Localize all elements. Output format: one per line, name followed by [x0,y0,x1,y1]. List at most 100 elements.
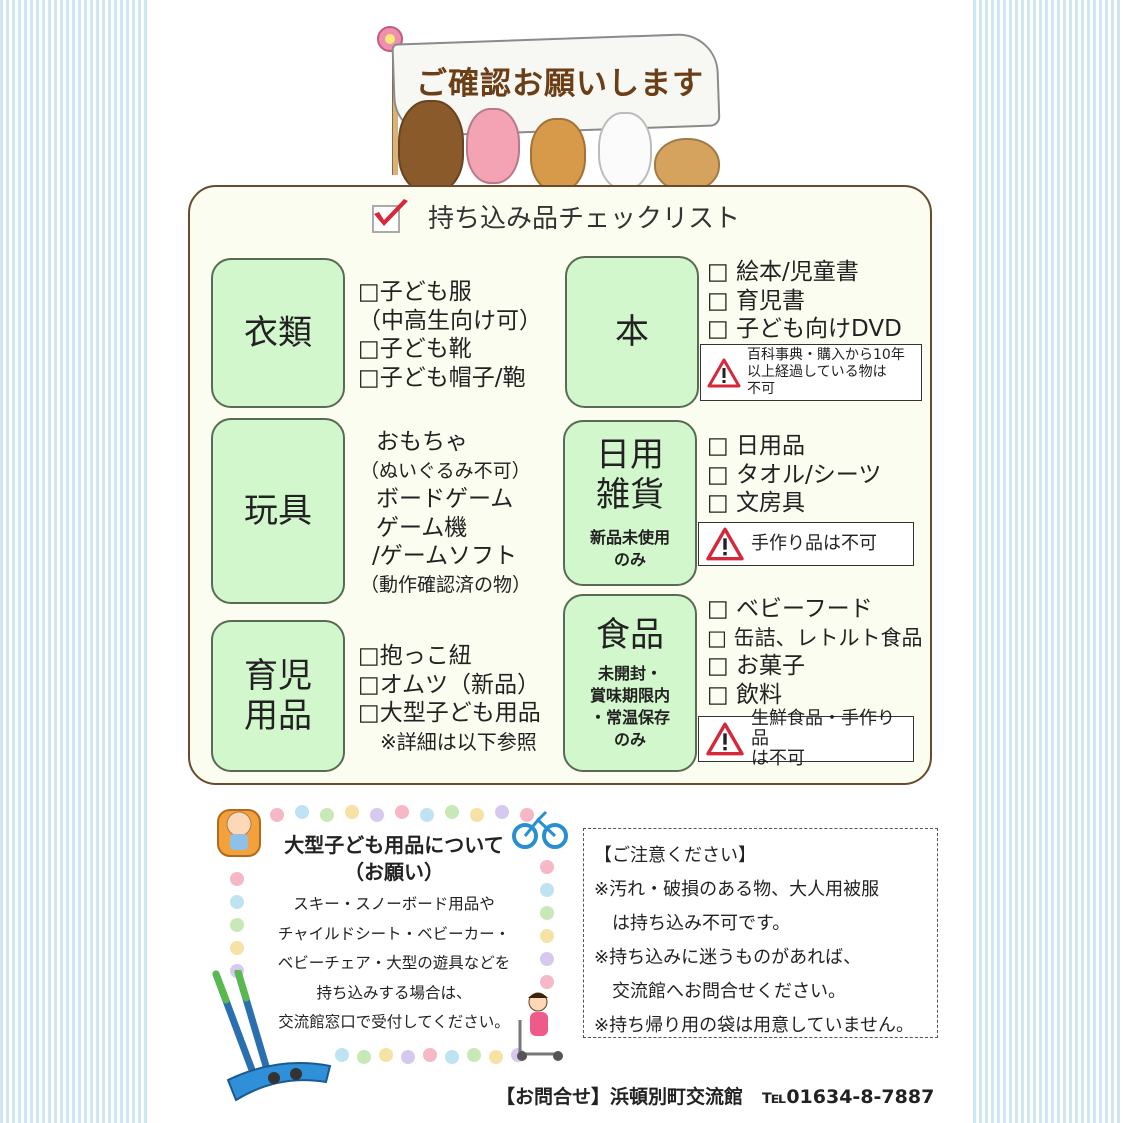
warning-icon [706,527,744,561]
category-label: 育児 用品 [244,656,312,736]
notice-line: 交流館へお問合せください。 [594,981,846,1002]
notice-title: 【ご注意ください】 [594,845,756,866]
decor-dot [445,1050,459,1064]
list-item: （中高生向け可） [358,307,542,334]
notice-line: ※持ち帰り用の袋は用意していません。 [594,1015,915,1036]
contact-info: 【お問合せ】浜頓別町交流館 ℡01634-8-7887 [496,1086,935,1108]
decor-dot [357,1050,371,1064]
list-item: □ 文房具 [707,490,806,516]
list-item: おもちゃ [376,429,468,455]
list-item: □ 子ども向けDVD [707,316,902,342]
decor-dot [520,808,534,822]
decor-dot [345,805,359,819]
checklist-title: 持ち込み品チェックリスト [428,204,741,234]
books-warning: 百科事典・購入から10年 以上経過している物は 不可 [700,344,922,401]
rabbit-icon [598,112,652,190]
list-item: ※詳細は以下参照 [380,729,537,754]
list-item: □ 育児書 [707,287,806,314]
decor-dot [370,808,384,822]
decor-dot [420,808,434,822]
books-items: □ 絵本/児童書 □ 育児書 □ 子ども向けDVD [707,258,902,344]
decor-dot [540,906,554,920]
decor-dot [540,952,554,966]
baby-icon [217,809,261,857]
list-item: □ タオル/シーツ [707,461,882,488]
childcare-items: □抱っこ紐 □オムツ（新品） □大型子ども用品 ※詳細は以下参照 [358,642,541,756]
right-stripe-border [973,0,1123,1123]
list-item: ゲーム機 [376,514,468,541]
category-note: 未開封・ 賞味期限内 ・常温保存 のみ [589,664,670,749]
banner-title: ご確認お願いします [416,66,704,102]
category-clothing: 衣類 [211,258,345,408]
list-item: （動作確認済の物） [360,573,532,596]
list-item: □オムツ（新品） [358,671,541,698]
category-books: 本 [565,256,699,408]
flower-icon [377,26,403,52]
decor-dot [295,805,309,819]
category-daily-goods: 日用 雑貨 新品未使用 のみ [563,420,697,586]
list-item: □大型子ども用品 [358,700,541,726]
decor-dot [467,1048,481,1062]
category-label: 玩具 [244,491,312,531]
bicycle-icon [512,810,568,849]
list-item: □ 缶詰、レトルト食品 [707,625,923,650]
decor-dot [489,1050,503,1064]
decor-dot [230,918,244,932]
decor-dot [395,805,409,819]
dog-icon [530,118,586,192]
decor-dot [540,860,554,874]
category-food: 食品 未開封・ 賞味期限内 ・常温保存 のみ [563,594,697,772]
food-warning: 生鮮食品・手作り品 は不可 [698,709,914,769]
bear-icon [398,100,464,192]
category-label: 食品 [596,615,664,655]
decor-dot [230,941,244,955]
notice-box: 【ご注意ください】 ※汚れ・破損のある物、大人用被服 は持ち込み不可です。 ※持… [583,828,938,1038]
decor-dot [401,1050,415,1064]
notice-line: ※汚れ・破損のある物、大人用被服 [594,879,880,900]
category-label: 衣類 [244,313,312,353]
list-item: □子ども服 [358,279,472,305]
category-label: 日用 雑貨 [596,435,664,515]
warning-text: 手作り品は不可 [751,533,877,554]
category-toys: 玩具 [211,418,345,604]
list-item: □ 飲料 [707,681,783,708]
notice-line: は持ち込み不可です。 [594,913,791,934]
category-note: 新品未使用 のみ [589,528,670,569]
warning-text: 百科事典・購入から10年 以上経過している物は 不可 [747,347,905,397]
clothing-items: □子ども服 （中高生向け可） □子ども靴 □子ども帽子/鞄 [358,278,542,392]
decor-dot [470,808,484,822]
list-item: □ 絵本/児童書 [707,259,859,285]
large-goods-body: スキー・スノーボード用品や チャイルドシート・ベビーカー・ ベビーチェア・大型の… [277,895,511,1031]
list-item: □ ベビーフード [707,596,873,622]
list-item: □抱っこ紐 [358,643,472,669]
category-label: 本 [615,312,649,352]
daily-warning: 手作り品は不可 [698,522,914,566]
decor-dot [320,808,334,822]
daily-items: □ 日用品 □ タオル/シーツ □ 文房具 [707,432,881,518]
toys-items: おもちゃ （ぬいぐるみ不可） ボードゲーム ゲーム機 /ゲームソフト （動作確認… [360,428,531,599]
list-item: □ 日用品 [707,433,806,459]
decor-dot [423,1048,437,1062]
left-stripe-border [0,0,150,1123]
decor-dot [379,1048,393,1062]
decor-dot [230,872,244,886]
warning-text: 生鮮食品・手作り品 は不可 [751,708,895,769]
decor-dot [540,975,554,989]
checkmark-icon [372,199,408,233]
decor-dot [230,895,244,909]
pig-icon [466,108,520,184]
large-goods-title-line: 大型子ども用品について [284,833,504,857]
food-items: □ ベビーフード □ 缶詰、レトルト食品 □ お菓子 □ 飲料 [707,595,923,709]
list-item: /ゲームソフト [372,543,518,569]
ski-icon [212,970,332,1102]
decor-dot [335,1048,349,1062]
scooter-child-icon [517,992,563,1061]
category-childcare: 育児 用品 [211,620,345,772]
warning-icon [706,722,744,756]
notice-line: ※持ち込みに迷うものがあれば、 [594,947,862,968]
decor-dot [445,805,459,819]
list-item: □子ども帽子/鞄 [358,364,526,391]
cat-icon [654,138,720,192]
decor-dot [270,808,284,822]
decor-dot [495,805,509,819]
